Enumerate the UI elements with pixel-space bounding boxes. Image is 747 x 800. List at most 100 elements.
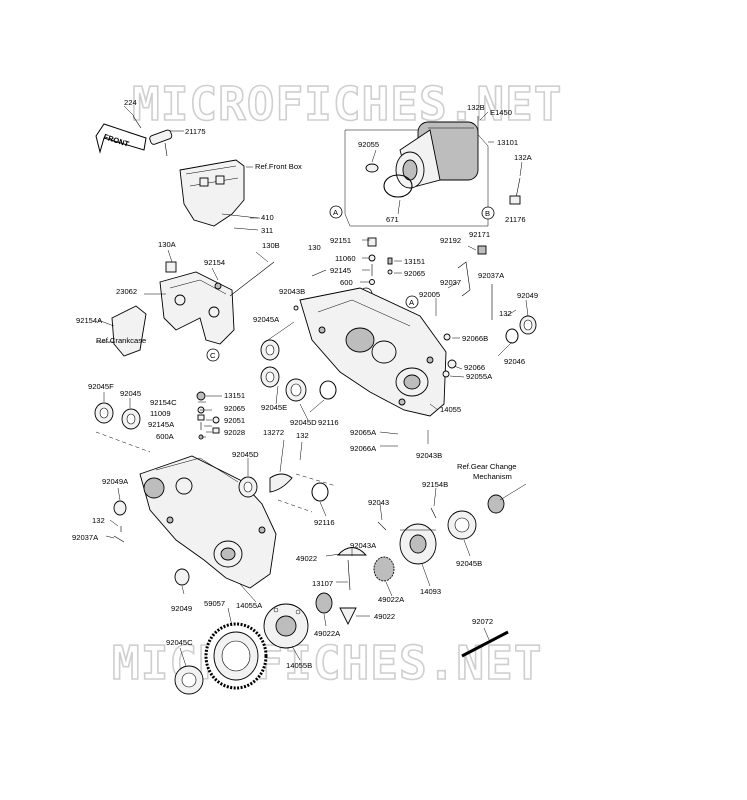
ring-92046-icon bbox=[505, 328, 519, 344]
pin-21175-icon bbox=[149, 129, 173, 157]
crankcase-14055-icon bbox=[299, 287, 447, 417]
label-92066B: 92066B bbox=[462, 334, 488, 343]
label-92072: 92072 bbox=[472, 617, 493, 626]
bearing-92045D-b-icon bbox=[238, 476, 258, 498]
label-132-b: 132 bbox=[296, 431, 309, 440]
o-ring-671-icon bbox=[383, 174, 413, 198]
label-14055: 14055 bbox=[440, 405, 461, 414]
label-92046: 92046 bbox=[504, 357, 525, 366]
label-92045D-a: 92045D bbox=[290, 418, 317, 427]
label-ref-gear-change-2: Mechanism bbox=[473, 472, 512, 481]
bearing-92045B-icon bbox=[447, 510, 477, 540]
label-92055: 92055 bbox=[358, 140, 379, 149]
cable-92072-icon bbox=[461, 630, 509, 658]
label-13151-a: 13151 bbox=[404, 257, 425, 266]
label-92043: 92043 bbox=[368, 498, 389, 507]
label-92005: 92005 bbox=[419, 290, 440, 299]
callout-a-center: A bbox=[405, 295, 419, 309]
front-box-icon bbox=[179, 159, 259, 231]
label-92049-b: 92049 bbox=[171, 604, 192, 613]
label-600: 600 bbox=[340, 278, 353, 287]
label-13107: 13107 bbox=[312, 579, 333, 588]
label-92116-a: 92116 bbox=[318, 418, 339, 427]
svg-text:A: A bbox=[409, 298, 415, 307]
callout-b-top: B bbox=[481, 206, 495, 220]
ring-gear-59057-icon bbox=[204, 622, 268, 690]
label-13101: 13101 bbox=[497, 138, 518, 147]
label-92037: 92037 bbox=[440, 278, 461, 287]
label-92066A: 92066A bbox=[350, 444, 377, 453]
label-92045A: 92045A bbox=[253, 315, 280, 324]
label-92116-b: 92116 bbox=[314, 518, 335, 527]
label-600A: 600A bbox=[156, 432, 175, 441]
disc-14093-icon bbox=[399, 523, 437, 565]
label-E1450: E1450 bbox=[490, 108, 512, 117]
bearing-92045E-icon bbox=[260, 366, 280, 388]
label-92043B-a: 92043B bbox=[279, 287, 305, 296]
watermark-top: MICROFICHES.NET bbox=[132, 77, 562, 131]
clip-92171-icon bbox=[477, 245, 487, 255]
pipe-92192-icon bbox=[457, 261, 471, 297]
callout-c-left: C bbox=[206, 348, 220, 362]
label-132-c: 132 bbox=[92, 516, 105, 525]
label-92154: 92154 bbox=[204, 258, 225, 267]
label-92037A-a: 92037A bbox=[478, 271, 505, 280]
shaft-13107-icon bbox=[347, 559, 351, 591]
label-132-a: 132 bbox=[499, 309, 512, 318]
o-ring-92055-icon bbox=[365, 163, 379, 173]
gear-49022A-icon bbox=[373, 556, 395, 582]
label-11060: 11060 bbox=[335, 254, 356, 263]
label-92028: 92028 bbox=[224, 428, 245, 437]
label-92192: 92192 bbox=[440, 236, 461, 245]
label-13272: 13272 bbox=[263, 428, 284, 437]
label-92043A: 92043A bbox=[350, 541, 377, 550]
label-92043B-b: 92043B bbox=[416, 451, 442, 460]
label-13151-b: 13151 bbox=[224, 391, 245, 400]
bearing-92045D-icon bbox=[285, 378, 307, 402]
label-ref-crankcase: Ref.Crankcase bbox=[96, 336, 146, 345]
label-49022A-a: 49022A bbox=[378, 595, 405, 604]
leader-lines bbox=[97, 105, 529, 667]
label-92045C: 92045C bbox=[166, 638, 193, 647]
label-92045F: 92045F bbox=[88, 382, 114, 391]
label-92055A: 92055A bbox=[466, 372, 493, 381]
label-132B: 132B bbox=[467, 103, 485, 112]
bearing-92045F-icon bbox=[94, 402, 114, 424]
gear-mechanism-icon bbox=[487, 494, 505, 514]
label-92151: 92151 bbox=[330, 236, 351, 245]
svg-text:B: B bbox=[485, 209, 490, 218]
label-92049A: 92049A bbox=[102, 477, 129, 486]
seal-92049-b-icon bbox=[174, 568, 190, 586]
label-14093: 14093 bbox=[420, 587, 441, 596]
label-59057: 59057 bbox=[204, 599, 225, 608]
bearing-92045C-icon bbox=[174, 665, 204, 695]
crankcase-bracket-icon bbox=[96, 305, 147, 357]
label-92154B: 92154B bbox=[422, 480, 448, 489]
crankcase-14055A-icon bbox=[139, 455, 277, 589]
ring-92116-b-icon bbox=[311, 482, 329, 502]
label-49022A-b: 49022A bbox=[314, 629, 341, 638]
label-130B: 130B bbox=[262, 241, 280, 250]
half-ring-13272-icon bbox=[269, 473, 293, 493]
bracket-23062-icon bbox=[159, 261, 275, 345]
center-fasteners-icon bbox=[293, 237, 393, 311]
label-132A: 132A bbox=[514, 153, 533, 162]
label-130: 130 bbox=[308, 243, 321, 252]
bolt-21176-icon bbox=[509, 177, 521, 205]
bearing-92045-icon bbox=[121, 408, 141, 430]
label-92171: 92171 bbox=[469, 230, 490, 239]
label-92045B: 92045B bbox=[456, 559, 482, 568]
label-311: 311 bbox=[261, 226, 273, 235]
label-92051: 92051 bbox=[224, 416, 245, 425]
label-130A: 130A bbox=[158, 240, 177, 249]
label-92045: 92045 bbox=[120, 389, 141, 398]
label-23062: 23062 bbox=[116, 287, 137, 296]
svg-text:A: A bbox=[333, 208, 339, 217]
label-21175: 21175 bbox=[185, 127, 206, 136]
ring-92116-icon bbox=[319, 380, 337, 400]
bolt-224-icon bbox=[132, 115, 142, 129]
label-92145: 92145 bbox=[330, 266, 351, 275]
left-column-parts bbox=[196, 391, 220, 440]
label-92049-a: 92049 bbox=[517, 291, 538, 300]
